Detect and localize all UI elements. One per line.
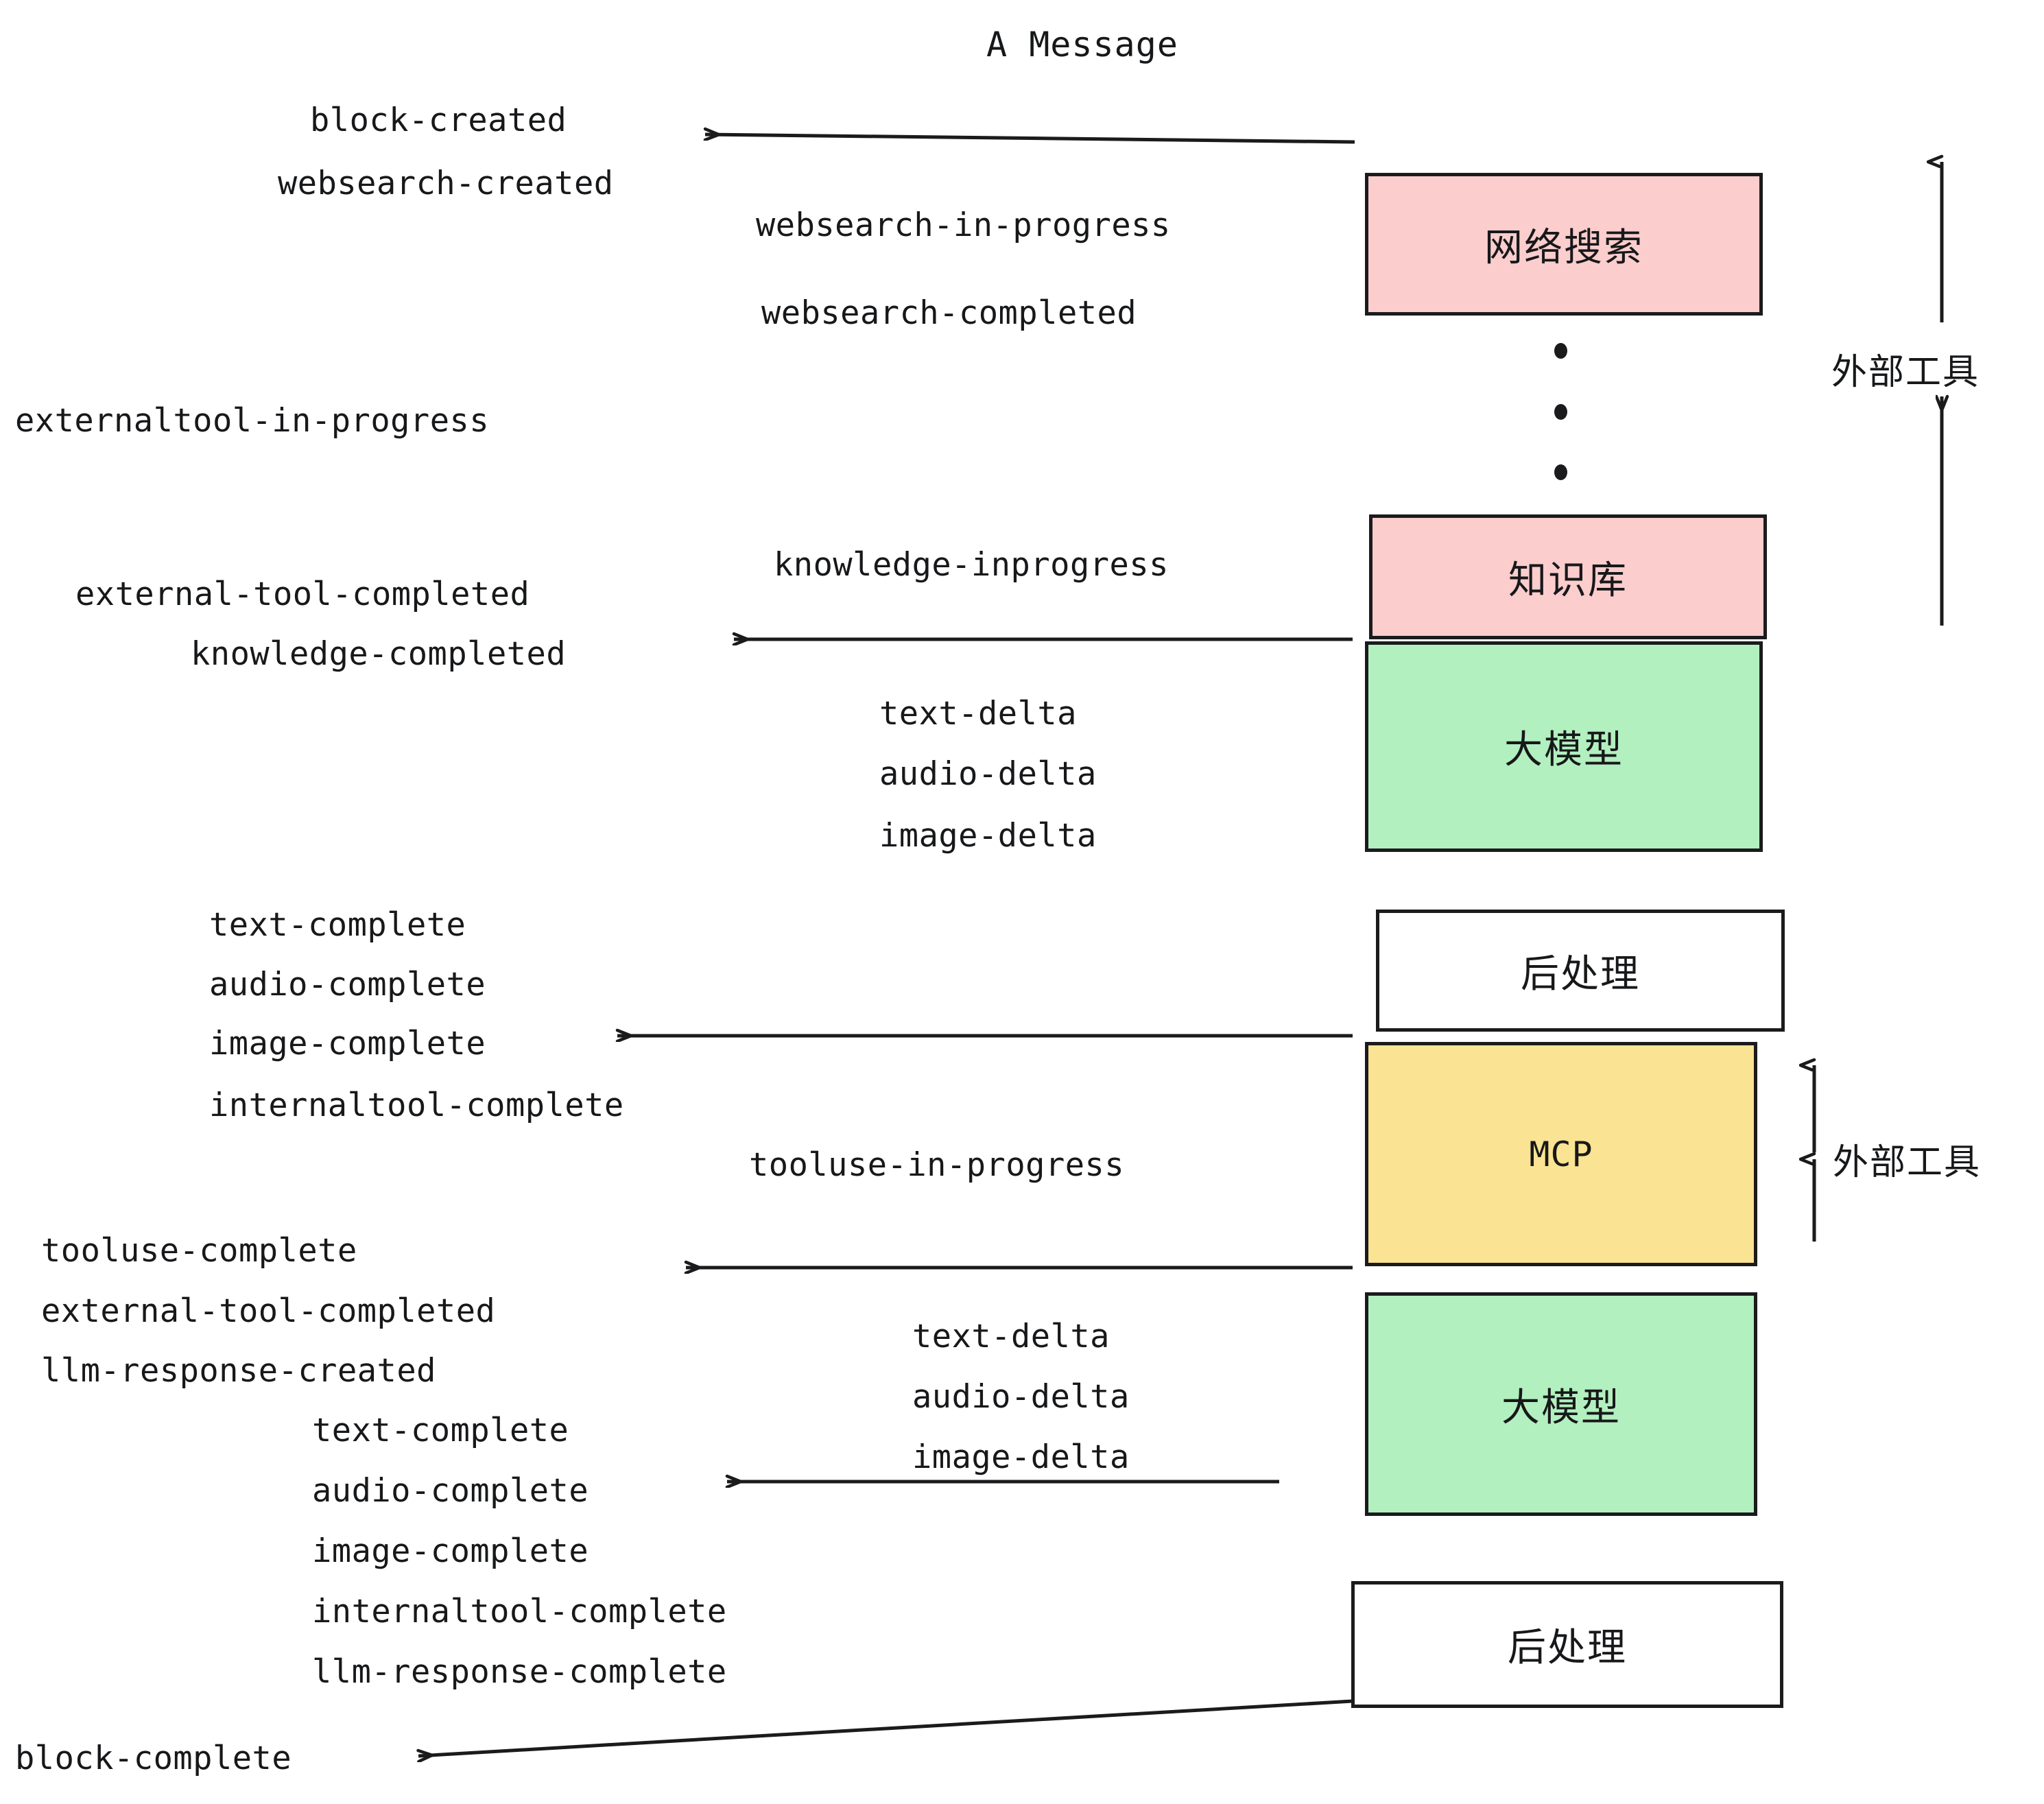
event-label-external-tool-completed: external-tool-completed	[75, 575, 530, 613]
component-box-knowledgebase[interactable]: 知识库	[1369, 514, 1767, 639]
component-box-mcp[interactable]: MCP	[1365, 1042, 1757, 1266]
event-label-llm-response-complete: llm-response-complete	[312, 1653, 727, 1691]
arrow-websearch-to-created	[705, 134, 1355, 144]
group-label-external-tools-top: 外部工具	[1831, 352, 1980, 393]
component-label: 网络搜索	[1484, 225, 1643, 270]
component-box-llm-top[interactable]: 大模型	[1365, 641, 1763, 852]
event-label-block-created: block-created	[310, 102, 567, 139]
event-label-external-tool-completed-2: external-tool-completed	[41, 1292, 496, 1330]
event-label-block-complete: block-complete	[15, 1740, 292, 1777]
event-label-internaltool-complete: internaltool-complete	[209, 1087, 624, 1124]
component-label: MCP	[1529, 1134, 1593, 1174]
event-label-image-complete: image-complete	[209, 1025, 486, 1063]
event-label-websearch-in-progress: websearch-in-progress	[756, 206, 1171, 244]
event-label-text-complete-2: text-complete	[312, 1412, 569, 1449]
event-label-audio-complete-2: audio-complete	[312, 1472, 589, 1510]
event-label-text-complete: text-complete	[209, 906, 466, 944]
event-label-image-delta-2: image-delta	[912, 1438, 1130, 1476]
event-label-internaltool-complete-2: internaltool-complete	[312, 1593, 727, 1630]
component-box-llm-bottom[interactable]: 大模型	[1365, 1292, 1757, 1516]
event-label-externaltool-in-progress: externaltool-in-progress	[15, 402, 490, 440]
event-label-websearch-completed: websearch-completed	[761, 294, 1137, 332]
event-label-audio-delta-2: audio-delta	[912, 1378, 1130, 1416]
group-label-external-tools-bottom: 外部工具	[1833, 1142, 1982, 1183]
event-label-text-delta: text-delta	[879, 695, 1077, 733]
ellipsis-vertical	[1553, 343, 1568, 480]
event-label-llm-response-created: llm-response-created	[41, 1352, 436, 1390]
component-box-postprocess-top[interactable]: 后处理	[1376, 910, 1785, 1032]
event-label-audio-delta: audio-delta	[879, 755, 1097, 793]
component-box-websearch[interactable]: 网络搜索	[1365, 173, 1763, 316]
event-label-knowledge-completed: knowledge-completed	[191, 635, 567, 673]
event-label-tooluse-complete: tooluse-complete	[41, 1232, 357, 1270]
event-label-text-delta-2: text-delta	[912, 1318, 1110, 1355]
component-box-postprocess-bottom[interactable]: 后处理	[1351, 1581, 1783, 1708]
component-label: 知识库	[1508, 558, 1628, 603]
ellipsis-dot	[1554, 464, 1567, 480]
event-label-audio-complete: audio-complete	[209, 966, 486, 1004]
event-label-image-delta: image-delta	[879, 817, 1097, 855]
arrow-postprocess-to-block-complete	[418, 1699, 1353, 1756]
event-label-image-complete-2: image-complete	[312, 1532, 589, 1570]
ellipsis-dot	[1554, 403, 1567, 420]
ellipsis-dot	[1554, 343, 1567, 359]
component-label: 后处理	[1521, 951, 1640, 997]
component-label: 大模型	[1501, 1385, 1621, 1430]
event-label-knowledge-inprogress: knowledge-inprogress	[774, 546, 1169, 584]
event-label-websearch-created: websearch-created	[278, 165, 614, 202]
component-label: 大模型	[1504, 728, 1624, 772]
component-label: 后处理	[1508, 1626, 1627, 1670]
page-title: A Message	[986, 25, 1178, 64]
event-label-tooluse-in-progress: tooluse-in-progress	[749, 1146, 1125, 1184]
